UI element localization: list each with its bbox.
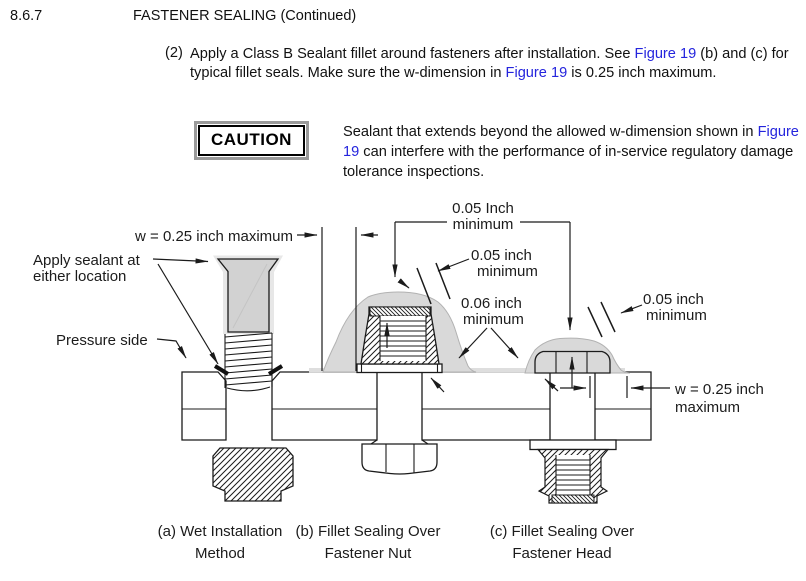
screw-threads bbox=[224, 332, 273, 392]
label-min-top-2: minimum bbox=[453, 216, 514, 233]
washer bbox=[356, 363, 443, 374]
dimension-annotations bbox=[152, 221, 670, 398]
nut-threads bbox=[379, 316, 427, 361]
fastener-a-wet-install bbox=[212, 255, 294, 502]
caption-c-2: Fastener Head bbox=[512, 545, 611, 562]
caption-a-2: Method bbox=[195, 545, 245, 562]
sealant-bead-left bbox=[213, 364, 230, 376]
anchor-collar bbox=[212, 447, 294, 502]
collar-threads bbox=[555, 455, 591, 495]
caption-b-1: (b) Fillet Sealing Over bbox=[295, 523, 440, 540]
figure-19-link-2[interactable]: Figure 19 bbox=[505, 65, 568, 81]
paragraph-text-3: is 0.25 inch maximum. bbox=[567, 65, 717, 81]
sealant-bead-right bbox=[267, 364, 284, 376]
label-apply-sealant-1: Apply sealant at bbox=[33, 252, 141, 269]
label-min-nut-2: minimum bbox=[477, 263, 538, 280]
caption-a-1: (a) Wet Installation bbox=[158, 523, 283, 540]
caption-c-1: (c) Fillet Sealing Over bbox=[490, 523, 634, 540]
hex-head bbox=[534, 350, 611, 374]
sealant-dome-head bbox=[524, 337, 631, 374]
label-min-fillet-2: minimum bbox=[463, 311, 524, 328]
label-min-head-2: minimum bbox=[646, 307, 707, 324]
hex-bolt-head bbox=[361, 443, 438, 475]
label-min-fillet-1: 0.06 inch bbox=[461, 295, 522, 312]
label-w-max-right-2: maximum bbox=[675, 399, 740, 416]
figure-19-link-1[interactable]: Figure 19 bbox=[634, 46, 697, 62]
caution-box: CAUTION bbox=[194, 121, 309, 160]
fastener-c-head-assembly bbox=[529, 350, 617, 504]
paragraph-2: Apply a Class B Sealant fillet around fa… bbox=[190, 45, 804, 83]
caution-text: Sealant that extends beyond the allowed … bbox=[343, 122, 806, 182]
paragraph-text-2: (b) and (c) for typical fillet seals. Ma… bbox=[190, 46, 789, 81]
label-min-top-1: 0.05 Inch bbox=[452, 200, 514, 217]
fastener-b-nut-assembly bbox=[356, 306, 443, 475]
countersunk-screw bbox=[216, 258, 280, 333]
label-pressure-side: Pressure side bbox=[56, 332, 148, 349]
label-apply-sealant-2: either location bbox=[33, 268, 126, 285]
caption-b-2: Fastener Nut bbox=[325, 545, 413, 562]
label-min-head-1: 0.05 inch bbox=[643, 291, 704, 308]
washer bbox=[529, 439, 617, 451]
paragraph-text-1: Apply a Class B Sealant fillet around fa… bbox=[190, 46, 635, 62]
caution-text-1: Sealant that extends beyond the allowed … bbox=[343, 124, 758, 140]
figure-19-link-3[interactable]: Figure 19 bbox=[343, 124, 799, 160]
bolt-end-cap bbox=[369, 306, 431, 317]
paragraph-number: (2) bbox=[165, 45, 183, 61]
label-min-nut-1: 0.05 inch bbox=[471, 247, 532, 264]
caution-text-2: can interfere with the performance of in… bbox=[343, 144, 794, 180]
label-w-max-left: w = 0.25 inch maximum bbox=[134, 228, 293, 245]
label-w-max-right-1: w = 0.25 inch bbox=[674, 381, 764, 398]
page-title: FASTENER SEALING (Continued) bbox=[133, 8, 357, 24]
section-number: 8.6.7 bbox=[10, 8, 43, 24]
caution-box-label: CAUTION bbox=[198, 125, 305, 156]
